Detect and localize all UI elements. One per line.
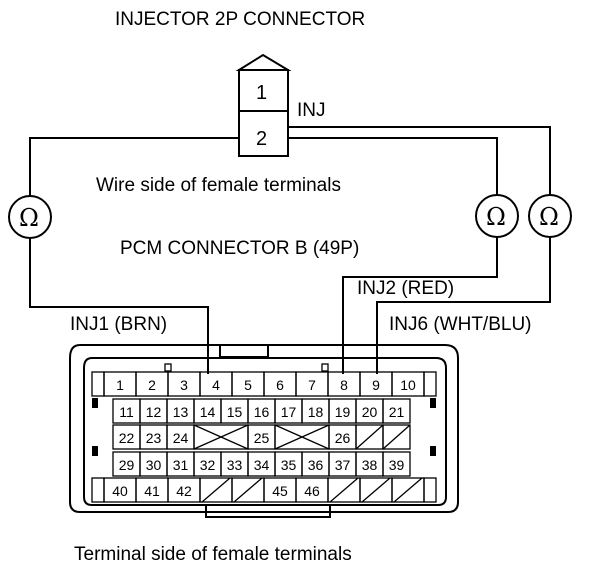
pcm-terminal-32: 32: [200, 457, 216, 473]
pcm-blank-cell: [382, 424, 411, 450]
injector-pin-1: 1: [256, 82, 267, 104]
pcm-terminal-36: 36: [308, 457, 324, 473]
pcm-terminal-25: 25: [254, 430, 270, 446]
pcm-terminal-31: 31: [173, 457, 189, 473]
pcm-terminal-19: 19: [335, 404, 351, 420]
wire-side-label: Wire side of female terminals: [96, 175, 341, 196]
pcm-terminal-2: 2: [148, 377, 156, 393]
inj2-label: INJ2 (RED): [357, 278, 454, 299]
pcm-blank-mark: [393, 477, 423, 503]
pcm-terminal-45: 45: [272, 483, 288, 499]
pcm-blank-mark: [361, 477, 391, 503]
pcm-terminal-22: 22: [119, 430, 135, 446]
pcm-row1-pad-right: [423, 371, 437, 397]
pcm-terminal-20: 20: [362, 404, 378, 420]
pcm-terminal-41: 41: [144, 483, 160, 499]
pcm-terminal-cell: [382, 451, 411, 477]
pcm-terminal-15: 15: [227, 404, 243, 420]
pcm-terminal-9: 9: [372, 377, 380, 393]
pcm-row5-pad-left: [91, 477, 105, 503]
pcm-blank-mark: [355, 424, 384, 450]
ohm-symbol-2: Ω: [486, 203, 506, 231]
pcm-terminal-40: 40: [112, 483, 128, 499]
pcm-blank-mark: [233, 477, 263, 503]
pcm-terminal-38: 38: [362, 457, 378, 473]
ohmmeter-1: Ω: [8, 195, 52, 239]
pcm-terminal-10: 10: [400, 377, 416, 393]
pcm-blank-mark: [329, 477, 359, 503]
pcm-blank-mark: [201, 477, 231, 503]
pcm-terminal-21: 21: [389, 404, 405, 420]
ohm-symbol-3: Ω: [539, 203, 559, 231]
pcm-blank-mark: [274, 424, 330, 450]
injector-connector: 1 2: [235, 53, 292, 157]
ohmmeter-3: Ω: [528, 194, 572, 238]
pcm-terminal-42: 42: [176, 483, 192, 499]
pcm-terminal-46: 46: [304, 483, 320, 499]
pcm-terminal-cell: [382, 398, 411, 424]
pcm-terminal-8: 8: [340, 377, 348, 393]
pcm-terminal-12: 12: [146, 404, 162, 420]
test-wires: [29, 126, 551, 363]
pcm-terminal-24: 24: [173, 430, 189, 446]
ohmmeter-2: Ω: [475, 194, 519, 238]
pcm-row5-pad-right: [423, 477, 437, 503]
pcm-terminal-16: 16: [254, 404, 270, 420]
pcm-terminal-5: 5: [244, 377, 252, 393]
pcm-terminal-18: 18: [308, 404, 324, 420]
pcm-blank-mark: [193, 424, 249, 450]
pcm-terminal-26: 26: [335, 430, 351, 446]
pcm-terminal-cell: [391, 371, 425, 397]
pcm-terminal-1: 1: [116, 377, 124, 393]
terminal-side-label: Terminal side of female terminals: [74, 544, 352, 565]
pcm-terminal-33: 33: [227, 457, 243, 473]
pcm-terminal-35: 35: [281, 457, 297, 473]
inj1-label: INJ1 (BRN): [70, 314, 167, 335]
pcm-terminal-37: 37: [335, 457, 351, 473]
pcm-terminal-13: 13: [173, 404, 189, 420]
pcm-terminal-6: 6: [276, 377, 284, 393]
pcm-terminal-30: 30: [146, 457, 162, 473]
pcm-connector-title: PCM CONNECTOR B (49P): [120, 238, 359, 259]
inj-wire-label: INJ: [297, 100, 326, 121]
pcm-terminal-39: 39: [389, 457, 405, 473]
injector-connector-title: INJECTOR 2P CONNECTOR: [115, 9, 365, 30]
pcm-blank-cell: [391, 477, 425, 503]
pcm-terminal-7: 7: [308, 377, 316, 393]
inj6-label: INJ6 (WHT/BLU): [389, 314, 532, 335]
pcm-terminal-29: 29: [119, 457, 135, 473]
injector-pin-2: 2: [256, 128, 267, 150]
pcm-terminal-23: 23: [146, 430, 162, 446]
pcm-terminal-14: 14: [200, 404, 216, 420]
pcm-blank-mark: [382, 424, 411, 450]
pcm-row1-pad-left: [91, 371, 105, 397]
pcm-terminal-4: 4: [212, 377, 220, 393]
pcm-terminal-3: 3: [180, 377, 188, 393]
terminal-leads: [207, 363, 378, 374]
pcm-terminal-17: 17: [281, 404, 297, 420]
pcm-terminal-11: 11: [119, 404, 134, 420]
pcm-terminal-34: 34: [254, 457, 270, 473]
ohm-symbol-1: Ω: [19, 204, 39, 232]
